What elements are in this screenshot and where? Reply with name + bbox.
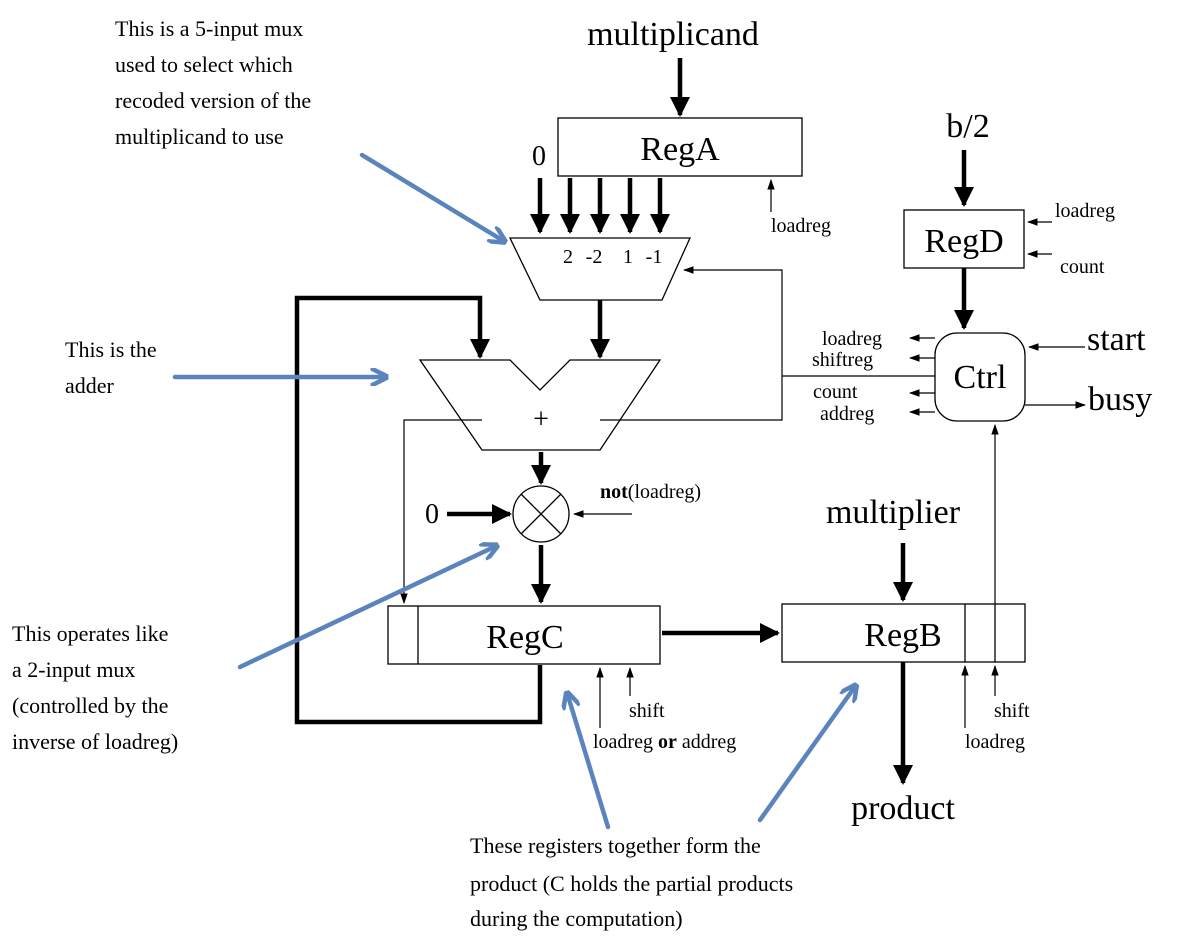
ctrl-shiftreg-signal: shiftreg bbox=[812, 349, 873, 371]
zero-input-left: 0 bbox=[425, 499, 439, 530]
regs-note-line-1: These registers together form the bbox=[470, 833, 761, 858]
adder-to-regc-shiftin bbox=[400, 419, 482, 605]
rega-register: RegA bbox=[557, 117, 803, 177]
regb-register: RegB bbox=[781, 603, 1026, 663]
adder bbox=[418, 359, 662, 451]
not-loadreg-rest: (loadreg) bbox=[628, 481, 701, 503]
regs-note-arrow-regb bbox=[757, 688, 854, 823]
regb-load-signal: loadreg bbox=[965, 731, 1025, 753]
xor-switch bbox=[512, 485, 570, 543]
regs-note-arrow-regc bbox=[568, 696, 611, 830]
mux-label-2: 2 bbox=[563, 246, 573, 268]
start-label: start bbox=[1087, 321, 1146, 358]
regd-label: RegD bbox=[924, 223, 1003, 260]
ctrl-label: Ctrl bbox=[954, 359, 1007, 396]
regc-register: RegC bbox=[387, 605, 661, 665]
regd-count-signal: count bbox=[1060, 256, 1105, 278]
b-half-label: b/2 bbox=[946, 108, 989, 145]
product-label: product bbox=[851, 790, 955, 827]
rega-label: RegA bbox=[640, 131, 720, 168]
ctrl-count-signal: count bbox=[813, 381, 858, 403]
mux-note-line-1: This is a 5-input mux bbox=[115, 16, 303, 41]
xor-note-line-2: a 2-input mux bbox=[12, 657, 135, 682]
multiplier-label: multiplier bbox=[826, 494, 961, 531]
regs-note-line-3: during the computation) bbox=[470, 906, 683, 931]
regc-shift-signal: shift bbox=[629, 700, 665, 722]
regc-load-part-b: addreg bbox=[677, 731, 736, 753]
multiplicand-label: multiplicand bbox=[587, 16, 759, 53]
adder-plus-symbol: + bbox=[533, 404, 549, 435]
regs-note-line-2: product (C holds the partial products bbox=[470, 871, 793, 896]
regd-register: RegD bbox=[903, 209, 1025, 269]
regc-load-or: or bbox=[658, 731, 677, 753]
mux-label-1: 1 bbox=[623, 246, 633, 268]
mux-label-neg2: -2 bbox=[586, 246, 603, 268]
regd-load-signal: loadreg bbox=[1055, 200, 1115, 222]
mux-note-line-4: multiplicand to use bbox=[115, 124, 284, 149]
ctrl-unit: Ctrl bbox=[934, 332, 1026, 422]
ctrl-addreg-signal: addreg bbox=[820, 403, 874, 425]
xor-note-line-4: inverse of loadreg) bbox=[12, 729, 178, 754]
xor-note-arrow bbox=[237, 547, 494, 670]
xor-note-line-1: This operates like bbox=[12, 621, 168, 646]
not-keyword: not bbox=[600, 481, 628, 503]
regc-label: RegC bbox=[486, 619, 563, 656]
regb-label: RegB bbox=[864, 617, 941, 654]
xor-note: This operates like a 2-input mux (contro… bbox=[12, 621, 178, 754]
adder-note: This is the adder bbox=[65, 337, 162, 398]
mux-label-neg1: -1 bbox=[646, 246, 663, 268]
ctrl-to-adder-line bbox=[600, 376, 783, 421]
regc-load-part-a: loadreg bbox=[593, 731, 658, 753]
mux-input-arrows bbox=[529, 178, 671, 235]
regs-note: These registers together form the produc… bbox=[470, 833, 799, 931]
mux-note-line-3: recoded version of the bbox=[115, 88, 311, 113]
regc-load-signal: loadreg or addreg bbox=[593, 731, 736, 753]
mux-note-line-2: used to select which bbox=[115, 52, 293, 77]
adder-note-line-1: This is the bbox=[65, 337, 157, 362]
xor-note-line-3: (controlled by the bbox=[12, 693, 168, 718]
ctrl-loadreg-signal: loadreg bbox=[822, 328, 882, 350]
ctrl-to-mux-line bbox=[682, 266, 935, 377]
adder-note-line-2: adder bbox=[65, 373, 115, 398]
five-input-mux bbox=[508, 237, 692, 301]
busy-label: busy bbox=[1088, 381, 1152, 418]
regb-shift-signal: shift bbox=[994, 700, 1030, 722]
rega-load-signal: loadreg bbox=[771, 215, 831, 237]
mux-note: This is a 5-input mux used to select whi… bbox=[115, 16, 317, 149]
regc-feedback-loop bbox=[294, 295, 543, 725]
not-loadreg-signal: not(loadreg) bbox=[600, 481, 701, 503]
mux-note-arrow bbox=[359, 152, 502, 240]
zero-input-top: 0 bbox=[532, 141, 546, 172]
